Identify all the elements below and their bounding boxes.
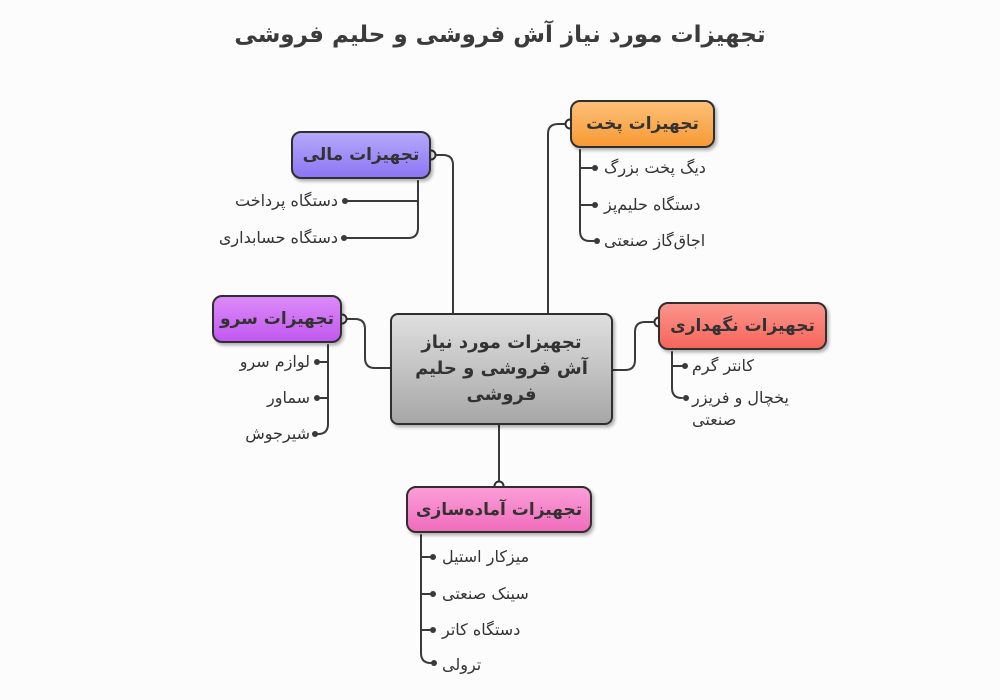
- branch-node-financial[interactable]: تجهیزات مالی: [291, 131, 431, 179]
- bullet-serving-item-0: [314, 359, 320, 365]
- leaf-serving-2: شیرجوش: [245, 424, 310, 443]
- leaf-cooking-2: اجاق‌گاز صنعتی: [604, 231, 706, 250]
- branch-node-cooking[interactable]: تجهیزات پخت: [570, 100, 715, 148]
- bullet-financial-item-0: [342, 198, 348, 204]
- connector-storage-center: [612, 321, 660, 371]
- bullet-storage-item-1: [683, 395, 689, 401]
- leaf-cooking-1: دستگاه حلیم‌پز: [604, 195, 701, 214]
- leaf-financial-1: دستگاه حسابداری: [218, 228, 338, 247]
- branch-node-preparation[interactable]: تجهیزات آماده‌سازی: [406, 486, 592, 533]
- leaf-cooking-0: دیگ پخت بزرگ: [604, 158, 706, 177]
- trunk-financial: [346, 180, 419, 239]
- leaf-preparation-0: میزکار استیل: [442, 547, 530, 566]
- leaf-storage-1: یخچال و فریزر صنعتی: [692, 388, 789, 429]
- connector-cooking-center: [547, 123, 571, 314]
- trunk-serving: [317, 344, 329, 435]
- root-node[interactable]: تجهیزات مورد نیاز آش فروشی و حلیم فروشی: [390, 313, 613, 425]
- bullet-cooking-item-2: [594, 238, 600, 244]
- trunk-preparation: [420, 534, 432, 664]
- connector-financial-center: [430, 154, 454, 314]
- connector-serving-center: [341, 318, 391, 369]
- branch-node-serving[interactable]: تجهیزات سرو: [212, 295, 342, 343]
- trunk-cooking: [579, 149, 595, 242]
- leaf-preparation-3: ترولی: [442, 655, 482, 674]
- leaf-serving-1: سماور: [267, 388, 310, 407]
- bullet-preparation-item-1: [430, 591, 436, 597]
- trunk-storage: [671, 351, 683, 399]
- bullet-preparation-item-2: [430, 627, 436, 633]
- leaf-serving-0: لوازم سرو: [239, 352, 310, 371]
- bullet-cooking-item-0: [592, 165, 598, 171]
- bullet-preparation-item-0: [430, 554, 436, 560]
- bullet-cooking-item-1: [592, 202, 598, 208]
- diagram-title: تجهیزات مورد نیاز آش فروشی و حلیم فروشی: [234, 22, 766, 48]
- leaf-storage-0: کانتر گرم: [692, 356, 755, 375]
- bullet-storage-item-0: [682, 363, 688, 369]
- leaf-financial-0: دستگاه پرداخت: [235, 191, 338, 210]
- leaf-preparation-1: سینک صنعتی: [442, 584, 529, 603]
- bullet-serving-item-1: [314, 395, 320, 401]
- bullet-preparation-item-3: [431, 660, 437, 666]
- leaf-preparation-2: دستگاه کاتر: [442, 620, 521, 639]
- bullet-financial-item-1: [341, 235, 347, 241]
- bullet-serving-item-2: [312, 431, 318, 437]
- branch-node-storage[interactable]: تجهیزات نگهداری: [658, 302, 827, 350]
